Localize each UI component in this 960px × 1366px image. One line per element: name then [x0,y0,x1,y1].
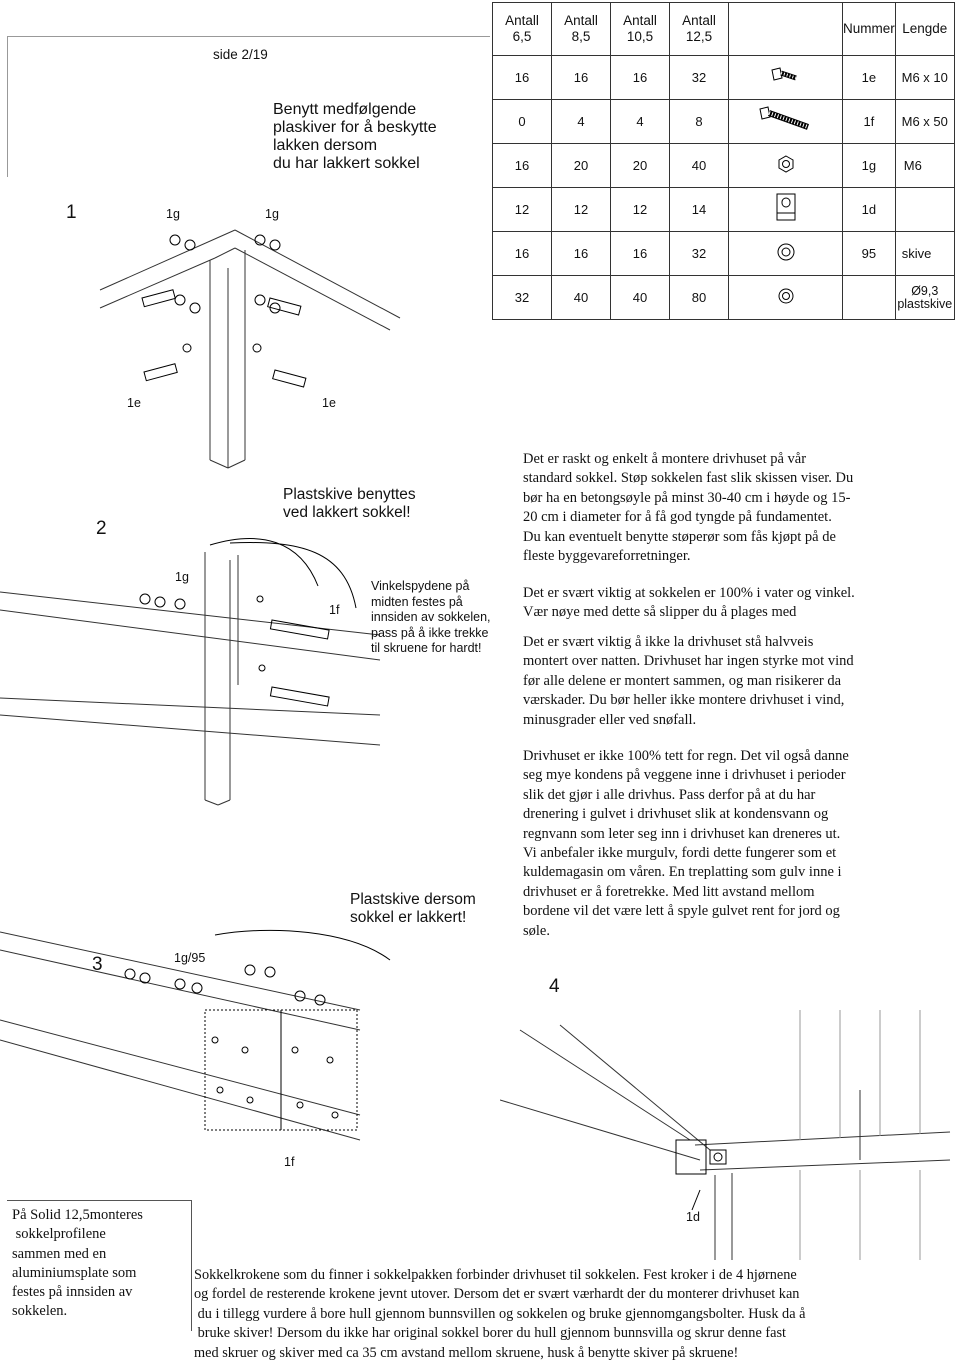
solid-note: På Solid 12,5monteres sokkelprofilene sa… [12,1207,143,1320]
wind-paragraph: Det er svært viktig å ikke la drivhuset … [523,634,854,728]
step2-profile-drawing [0,500,500,830]
step-number-1: 1 [66,202,77,223]
step1-corner-drawing [60,200,480,500]
step2-heading: Plastskive benyttes ved lakkert sokkel! [283,486,416,521]
intro-paragraph: Det er raskt og enkelt å montere drivhus… [523,451,854,565]
header-frame [7,36,490,177]
header-cell: Lengde [894,2,955,56]
label-1g: 1g [175,570,189,584]
label-1f: 1f [284,1155,295,1169]
nut-icon [728,143,843,188]
notice-line: du har lakkert sokkel [273,155,420,172]
washer-icon [728,231,843,276]
solid-note-frame [7,1200,192,1331]
label-1e: 1e [127,396,141,410]
label-1d: 1d [686,1210,700,1224]
notice-line: plaskiver for å beskytte [273,119,437,136]
bottom-instructions: Sokkelkrokene som du finner i sokkelpakk… [194,1267,806,1361]
notice-line: Benytt medfølgende [273,101,417,118]
label-1g: 1g [166,207,180,221]
step-number-4: 4 [549,976,560,997]
condensation-paragraph: Drivhuset er ikke 100% tett for regn. De… [523,748,849,939]
label-1f: 1f [329,603,340,617]
lacquer-notice: Benytt medfølgende plaskiver for å besky… [273,101,437,173]
short-bolt-icon [728,55,843,100]
page-label: side 2/19 [213,47,268,62]
hook-icon [728,187,843,232]
label-1g: 1g [265,207,279,221]
step2-note: Vinkelspydene på midten festes på innsid… [371,579,491,655]
level-paragraph: Det er svært viktig at sokkelen er 100% … [523,585,855,621]
step-number-3: 3 [92,954,103,975]
step4-hook-drawing [500,1010,955,1260]
plastic-washer-icon [728,275,843,320]
header-cell: Nummer [842,2,896,56]
step3-heading: Plastskive dersom sokkel er lakkert! [350,891,476,926]
label-1g-95: 1g/95 [174,951,206,965]
step-number-2: 2 [96,518,107,539]
long-bolt-icon [728,99,843,144]
header-cell [728,2,843,56]
step3-joint-drawing [0,900,500,1150]
notice-line: lakken dersom [273,137,378,154]
label-1e: 1e [322,396,336,410]
